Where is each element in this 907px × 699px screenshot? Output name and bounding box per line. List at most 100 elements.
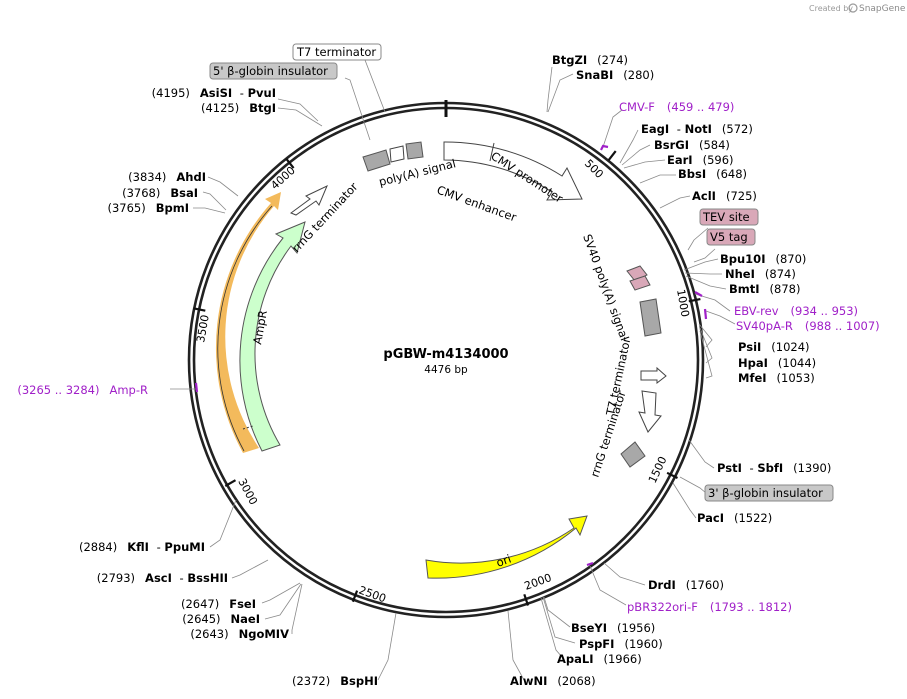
sv40-polya-feature[interactable] <box>639 298 662 337</box>
primer-ebv-rev[interactable]: EBV-rev(934 .. 953) <box>734 304 858 318</box>
leader-naei <box>264 583 302 620</box>
leader-sv40pa-r <box>705 310 736 325</box>
enzyme-bbsi[interactable]: BbsI(648) <box>678 167 747 181</box>
leader-apali <box>540 597 563 658</box>
tick-3500 <box>193 307 206 312</box>
enzyme-eari[interactable]: EarI(596) <box>667 153 734 167</box>
enzyme-bpu10i[interactable]: Bpu10I(870) <box>720 252 806 266</box>
enzyme-bsrgi[interactable]: BsrGI(584) <box>654 138 730 152</box>
rrng-terminator-right-feature[interactable] <box>638 390 662 433</box>
tick-label-1000: 1000 <box>674 288 692 318</box>
beta-globin-5-feature[interactable] <box>362 149 391 172</box>
cmv-enhancer-promoter-divider <box>489 142 495 162</box>
ori-feature[interactable] <box>425 515 588 579</box>
ampr-feature[interactable] <box>239 221 306 452</box>
tick-4000 <box>285 158 295 169</box>
leader-kfli <box>209 499 237 548</box>
leader-btgzi <box>546 66 553 113</box>
primer-amp-r[interactable]: (3265 .. 3284)Amp-R <box>17 383 148 397</box>
tick-1000 <box>688 298 701 303</box>
leader-paci <box>672 482 697 519</box>
credit: Created by SnapGene <box>809 3 906 14</box>
cmv-enhancer-promoter-feature[interactable] <box>443 141 583 201</box>
leader-eari <box>623 159 666 169</box>
leader-bsai <box>202 191 227 211</box>
leader-bseyi <box>543 596 571 628</box>
ampr-primer-mark <box>242 425 254 430</box>
enzyme-bseyi[interactable]: BseYI(1956) <box>571 621 655 635</box>
rrng-terminator-left-feature[interactable] <box>289 184 328 216</box>
beta-globin-3-box[interactable] <box>704 484 834 502</box>
leader-snabi <box>547 73 574 113</box>
enzyme-acli[interactable]: AclI(725) <box>692 189 757 203</box>
enzyme-bsphi[interactable]: (2372)BspHI <box>292 674 378 688</box>
enzyme-nhei[interactable]: NheI(874) <box>725 267 796 281</box>
leader-psii <box>698 323 713 348</box>
primer-sv40pa-r[interactable]: SV40pA-R(988 .. 1007) <box>736 319 880 333</box>
beta-globin-5-label: 5' β-globin insulator <box>213 64 328 78</box>
primer-marker-sv40pa-r <box>703 308 708 320</box>
polya-signal-feature[interactable] <box>405 141 424 160</box>
tev-site-box[interactable] <box>699 208 759 226</box>
enzyme-drdi[interactable]: DrdI(1760) <box>648 578 724 592</box>
leader-pspfi <box>542 596 576 644</box>
enzyme-alwni[interactable]: AlwNI(2068) <box>510 674 596 688</box>
credit-brand: SnapGene <box>859 4 906 14</box>
leader-btgi <box>277 107 323 127</box>
primer-marker-amp-r <box>194 382 199 393</box>
enzyme-btgzi[interactable]: BtgZI(274) <box>552 53 628 67</box>
enzyme-fsei[interactable]: (2647)FseI <box>181 597 256 611</box>
tick-3000 <box>224 479 237 487</box>
snapgene-logo-icon <box>848 3 858 13</box>
enzyme-asisi-pvui[interactable]: (4195)AsiSI - PvuI <box>152 86 276 100</box>
t7-terminator-top-box[interactable] <box>292 43 382 61</box>
beta-globin-5-box[interactable] <box>209 62 338 80</box>
enzyme-kfli-ppumi[interactable]: (2884)KflI - PpuMI <box>79 540 205 554</box>
primer-cmv-f[interactable]: CMV-F(459 .. 479) <box>619 100 734 114</box>
enzyme-bsai[interactable]: (3768)BsaI <box>122 186 198 200</box>
plasmid-name: pGBW-m4134000 <box>383 347 508 362</box>
leader-drdi <box>603 562 646 586</box>
leader-bsrgi <box>621 144 651 166</box>
plasmid-length: 4476 bp <box>424 364 468 376</box>
tick-marks <box>193 150 701 606</box>
sv40-polya-label: SV40 poly(A) signal <box>580 232 632 342</box>
v5-tag-feature[interactable] <box>629 275 651 291</box>
leader-v5-tag <box>693 248 716 263</box>
enzyme-eagi-noti[interactable]: EagI - NotI(572) <box>641 122 753 136</box>
enzyme-snabi[interactable]: SnaBI(280) <box>576 68 654 82</box>
leader-cmv-f <box>602 109 623 148</box>
enzyme-bpmi[interactable]: (3765)BpmI <box>107 201 189 215</box>
enzyme-paci[interactable]: PacI(1522) <box>697 511 772 525</box>
enzyme-btgi[interactable]: (4125)BtgI <box>201 101 276 115</box>
polya-arrow-feature[interactable] <box>389 145 405 163</box>
enzyme-mfei[interactable]: MfeI(1053) <box>738 371 815 385</box>
primer-marker-cmv-f <box>600 144 609 151</box>
v5-tag-box[interactable] <box>706 228 756 246</box>
enzyme-pspfi[interactable]: PspFI(1960) <box>579 637 663 651</box>
enzyme-asci-besshii[interactable]: (2793)AscI - BssHII <box>97 571 228 585</box>
tick-1500 <box>666 471 678 479</box>
t7-terminator-feature[interactable] <box>640 366 667 385</box>
enzyme-ngomiv[interactable]: (2643)NgoMIV <box>190 627 289 641</box>
leader-asisi <box>277 98 319 122</box>
enzyme-psii[interactable]: PsiI(1024) <box>738 340 810 354</box>
enzyme-psti-sbfi[interactable]: PstI - SbfI(1390) <box>717 461 831 475</box>
enzymes-left: (4195)AsiSI - PvuI (4125)BtgI (3834)AhdI… <box>79 86 378 688</box>
enzyme-bmti[interactable]: BmtI(878) <box>729 282 800 296</box>
enzyme-hpai[interactable]: HpaI(1044) <box>738 356 816 370</box>
tick-label-3500: 3500 <box>194 314 212 344</box>
leader-nhei <box>684 272 722 275</box>
primer-pbr322ori-f[interactable]: pBR322ori-F(1793 .. 1812) <box>627 600 792 614</box>
primer-marker-ebv-rev <box>694 291 703 297</box>
enzyme-apali[interactable]: ApaLI(1966) <box>557 652 642 666</box>
enzyme-naei[interactable]: (2645)NaeI <box>182 612 260 626</box>
enzyme-ahdi[interactable]: (3834)AhdI <box>128 170 206 184</box>
leader-asci <box>231 559 269 579</box>
terminator-grey-block[interactable] <box>620 441 646 468</box>
leader-mfei <box>699 330 713 379</box>
leader-pbr322ori-f <box>589 565 627 606</box>
tev-site-label: TEV site <box>702 210 750 224</box>
